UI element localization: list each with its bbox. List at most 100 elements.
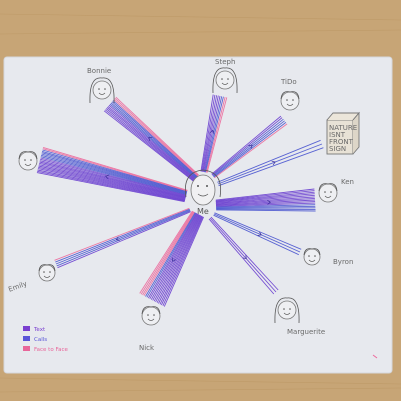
bundle-line xyxy=(38,166,186,200)
bundle-line xyxy=(213,214,299,256)
connection-bundles xyxy=(36,94,324,307)
box-line-3: FRONT xyxy=(329,138,354,146)
label-tido: TiDo xyxy=(280,78,297,86)
bundle-line xyxy=(216,204,316,208)
bundle-line xyxy=(39,162,186,198)
face-steph xyxy=(212,67,238,94)
box-nathan: NATURE ISNT FRONT SIGN xyxy=(326,111,360,155)
bundle-line xyxy=(205,96,224,173)
bundle-line xyxy=(37,170,185,202)
bundle-line xyxy=(156,215,201,303)
bundle-line xyxy=(163,216,205,307)
bundle-marguerite xyxy=(208,216,279,295)
bundle-line xyxy=(200,94,214,172)
bundle-line xyxy=(37,168,186,201)
legend-face: Face to Face xyxy=(34,347,69,353)
label-steph: Steph xyxy=(215,58,235,66)
bundle-line xyxy=(162,216,204,306)
arrow-mark xyxy=(271,160,276,166)
bundle-line xyxy=(143,211,195,296)
bundle-line xyxy=(214,123,288,179)
pink-mark xyxy=(372,354,378,359)
bundle-line xyxy=(149,213,198,300)
bundle-line xyxy=(217,139,321,183)
face-left xyxy=(18,151,38,171)
face-emily xyxy=(38,264,56,282)
bundle-line xyxy=(209,217,277,293)
bundle-line xyxy=(113,99,199,177)
bundle-line xyxy=(206,97,228,173)
bundle-line xyxy=(115,96,199,176)
bundle-line xyxy=(56,210,191,267)
bundle-line xyxy=(110,102,197,178)
bundle-line xyxy=(215,199,316,206)
box-line-4: SIGN xyxy=(329,145,346,153)
people-faces xyxy=(18,67,338,326)
bundle-line xyxy=(159,215,203,305)
bundle-line xyxy=(145,212,196,297)
bundle-emily xyxy=(54,207,191,269)
legend-swatch-calls xyxy=(23,336,30,341)
bundle-line xyxy=(42,148,188,192)
bundle-tido xyxy=(211,115,288,179)
bundle-line xyxy=(112,100,198,177)
face-nick xyxy=(141,306,161,326)
bundle-line xyxy=(214,212,302,250)
bundle-line xyxy=(216,202,316,207)
bundle-line xyxy=(39,160,187,197)
bundle-line xyxy=(41,153,187,194)
bundle-line xyxy=(139,210,193,294)
bundle-line xyxy=(210,216,279,291)
bundle-line xyxy=(54,207,190,261)
bundle-line xyxy=(160,216,203,306)
face-ken xyxy=(318,183,338,203)
center-label: Me xyxy=(197,207,209,216)
face-bonnie xyxy=(89,77,115,104)
box-line-2: ISNT xyxy=(329,131,346,139)
bundle-line xyxy=(215,188,315,201)
bundle-line xyxy=(106,107,195,180)
bundle-line xyxy=(216,205,316,209)
bundle-line xyxy=(216,209,316,212)
bundle-line xyxy=(148,212,197,299)
bundle-line xyxy=(107,105,196,180)
bundle-line xyxy=(36,172,185,203)
bundle-line xyxy=(41,150,188,193)
bundle-bonnie xyxy=(103,96,199,182)
bundle-line xyxy=(105,108,195,181)
arrow-mark xyxy=(248,144,253,149)
bundle-line xyxy=(215,201,316,207)
bundle-line xyxy=(40,158,187,197)
label-byron: Byron xyxy=(333,258,353,266)
bundle-line xyxy=(40,156,187,195)
arrow-mark xyxy=(172,257,177,262)
bundle-line xyxy=(213,120,285,177)
bundle-line xyxy=(104,109,195,181)
bundle-line xyxy=(215,194,315,204)
bundle-line xyxy=(40,154,187,195)
bundle-line xyxy=(216,207,316,209)
bundle-line xyxy=(42,149,188,192)
bundle-line xyxy=(146,212,197,298)
bundle-line xyxy=(140,211,194,295)
bundle-line xyxy=(57,211,191,269)
bundle-line xyxy=(152,213,199,301)
arrow-mark xyxy=(148,136,153,141)
bundle-line xyxy=(202,95,219,172)
arrow-mark xyxy=(115,236,120,241)
bundle-line xyxy=(217,143,323,185)
legend: Text Calls Face to Face xyxy=(23,326,69,353)
bundle-line xyxy=(208,218,275,295)
bundle-nick xyxy=(139,210,205,307)
face-me: Me xyxy=(184,169,222,216)
bundle-line xyxy=(205,96,226,173)
bundle-line xyxy=(103,110,194,182)
bundle-line xyxy=(204,96,223,173)
bundle-line xyxy=(142,211,195,296)
bundle-byron xyxy=(213,212,302,256)
arrow-mark xyxy=(267,200,272,205)
bundle-line xyxy=(215,193,315,203)
bundle-line xyxy=(211,115,282,175)
label-bonnie: Bonnie xyxy=(87,67,111,75)
